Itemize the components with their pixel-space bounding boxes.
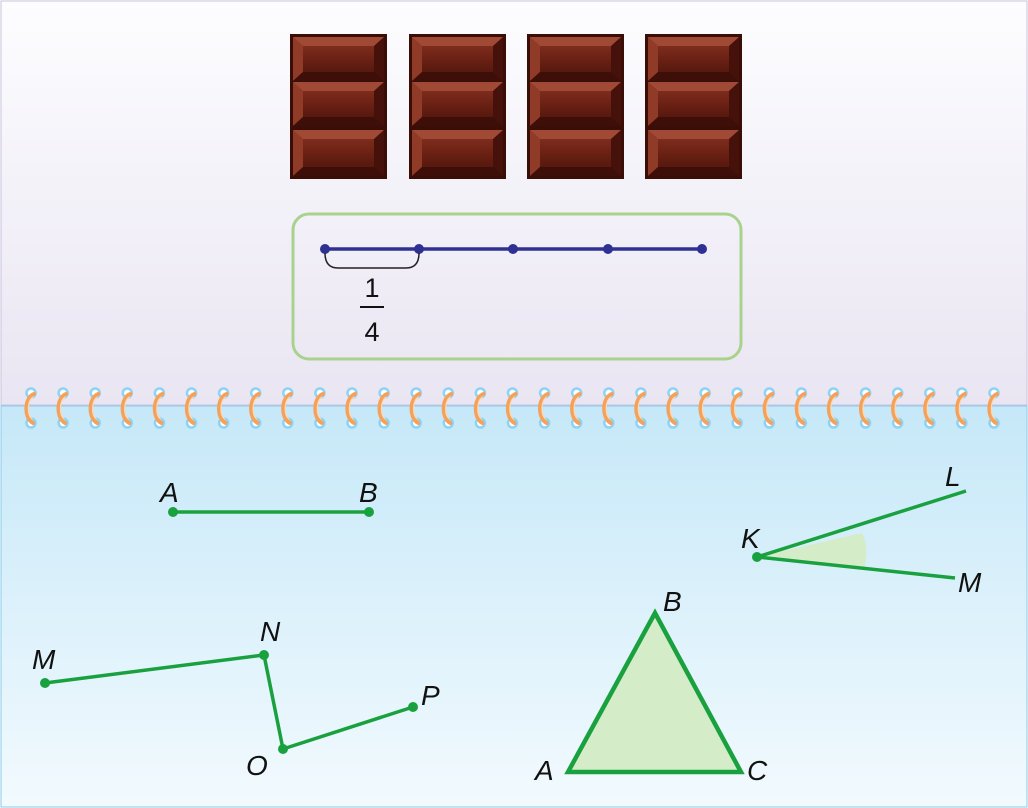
chocolate-bar-icon <box>527 34 624 179</box>
number-line-point <box>508 244 518 254</box>
label-b: B <box>663 586 682 617</box>
label-n: N <box>260 616 281 647</box>
label-l: L <box>945 461 961 492</box>
spiral-ring-icon <box>88 392 101 425</box>
spiral-ring-icon <box>987 392 999 425</box>
segment-ab: A B <box>158 477 378 517</box>
spiral-ring-icon <box>120 392 133 425</box>
spiral-ring-icon <box>184 392 197 425</box>
spiral-ring-icon <box>730 392 743 425</box>
fraction-denominator: 4 <box>364 317 379 347</box>
spiral-ring-icon <box>281 392 293 425</box>
point-m <box>40 678 50 688</box>
spiral-ring-icon <box>955 392 967 425</box>
spiral-ring-icon <box>826 392 839 425</box>
spiral-ring-icon <box>634 392 646 425</box>
spiral-ring-icon <box>313 392 325 425</box>
spiral-ring-icon <box>216 392 229 425</box>
top-panel <box>0 0 1028 406</box>
polyline-mnop: M N O P <box>32 616 440 781</box>
angle-klm: K L M <box>741 461 982 598</box>
spiral-ring-icon <box>377 392 390 425</box>
spiral-ring-icon <box>505 392 518 425</box>
spiral-ring-icon <box>602 392 614 425</box>
label-a: A <box>158 477 179 508</box>
label-k: K <box>741 523 761 554</box>
fraction-label: 1 4 <box>360 273 384 347</box>
number-line-point <box>697 244 707 254</box>
spiral-ring-icon <box>762 392 775 425</box>
bottom-panel <box>0 405 1028 808</box>
label-c: C <box>747 755 768 786</box>
label-m: M <box>32 644 56 675</box>
spiral-ring-icon <box>794 392 807 425</box>
spiral-ring-icon <box>666 392 678 425</box>
label-b: B <box>359 477 378 508</box>
spiral-ring-icon <box>858 392 871 425</box>
spiral-ring-icon <box>249 392 261 425</box>
point-o <box>278 744 288 754</box>
fraction-numerator: 1 <box>364 273 379 303</box>
label-a: A <box>533 755 554 786</box>
spiral-ring-icon <box>441 392 454 425</box>
spiral-ring-icon <box>152 392 165 425</box>
number-line-frame <box>291 212 743 361</box>
point-a <box>168 507 178 517</box>
spiral-ring-icon <box>24 392 36 425</box>
spiral-ring-icon <box>570 392 582 425</box>
chocolate-bar-icon <box>409 34 506 179</box>
label-m: M <box>958 567 982 598</box>
number-line-point <box>320 244 330 254</box>
spiral-ring-icon <box>473 392 486 425</box>
label-p: P <box>421 680 440 711</box>
point-k <box>752 552 762 562</box>
point-n <box>259 650 269 660</box>
point-b <box>364 507 374 517</box>
number-line-point <box>603 244 613 254</box>
number-line-point <box>414 244 424 254</box>
number-line <box>320 244 707 269</box>
point-p <box>408 702 418 712</box>
spiral-ring-icon <box>698 392 711 425</box>
chocolate-bar-icon <box>645 34 742 179</box>
spiral-ring-icon <box>56 392 69 425</box>
spiral-binding <box>24 387 1000 429</box>
spiral-ring-icon <box>537 392 550 425</box>
spiral-ring-icon <box>923 392 935 425</box>
label-o: O <box>246 750 268 781</box>
segment-brace <box>324 252 420 269</box>
chocolate-bar-icon <box>290 34 387 179</box>
spiral-ring-icon <box>409 392 422 425</box>
triangle-abc: B A C <box>533 586 768 786</box>
spiral-ring-icon <box>891 392 903 425</box>
spiral-ring-icon <box>345 392 357 425</box>
